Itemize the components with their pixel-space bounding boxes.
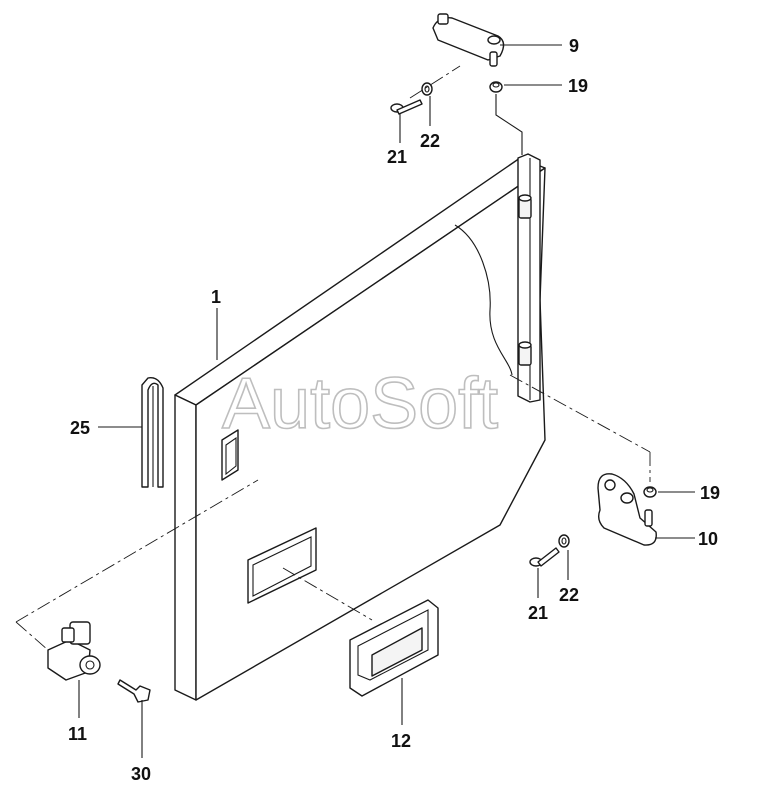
bolt-right	[529, 547, 560, 567]
assembly-lines	[15, 65, 651, 651]
callout-1: 1	[211, 287, 221, 307]
lock-cylinder	[47, 621, 101, 681]
callout-22-top: 22	[420, 131, 440, 151]
handle-recess	[247, 527, 317, 604]
callout-19-right: 19	[700, 483, 720, 503]
nut-top	[489, 81, 503, 93]
washer-right	[558, 534, 570, 548]
callout-21-top: 21	[387, 147, 407, 167]
top-hinge	[432, 13, 505, 67]
lock-cutout	[221, 429, 239, 481]
callout-11: 11	[68, 724, 87, 744]
callout-12: 12	[391, 731, 411, 751]
seal-strip	[141, 377, 164, 488]
callout-9: 9	[569, 36, 579, 56]
leader-lines	[78, 44, 695, 758]
callout-19-top: 19	[568, 76, 588, 96]
callout-21-right: 21	[528, 603, 548, 623]
callout-25: 25	[70, 418, 90, 438]
nut-right	[643, 486, 657, 498]
key	[117, 679, 151, 703]
bolt-top	[390, 99, 423, 115]
washer-top	[421, 82, 433, 96]
bottom-hinge	[597, 473, 657, 546]
callout-labels: 1 9 19 21 22 25 19 10 22 21 11 12 30	[68, 36, 720, 784]
watermark-text: AutoSoft	[222, 364, 498, 444]
door-panel	[174, 153, 546, 701]
pull-handle	[349, 599, 439, 697]
callout-10: 10	[698, 529, 718, 549]
callout-30: 30	[131, 764, 151, 784]
callout-22-right: 22	[559, 585, 579, 605]
